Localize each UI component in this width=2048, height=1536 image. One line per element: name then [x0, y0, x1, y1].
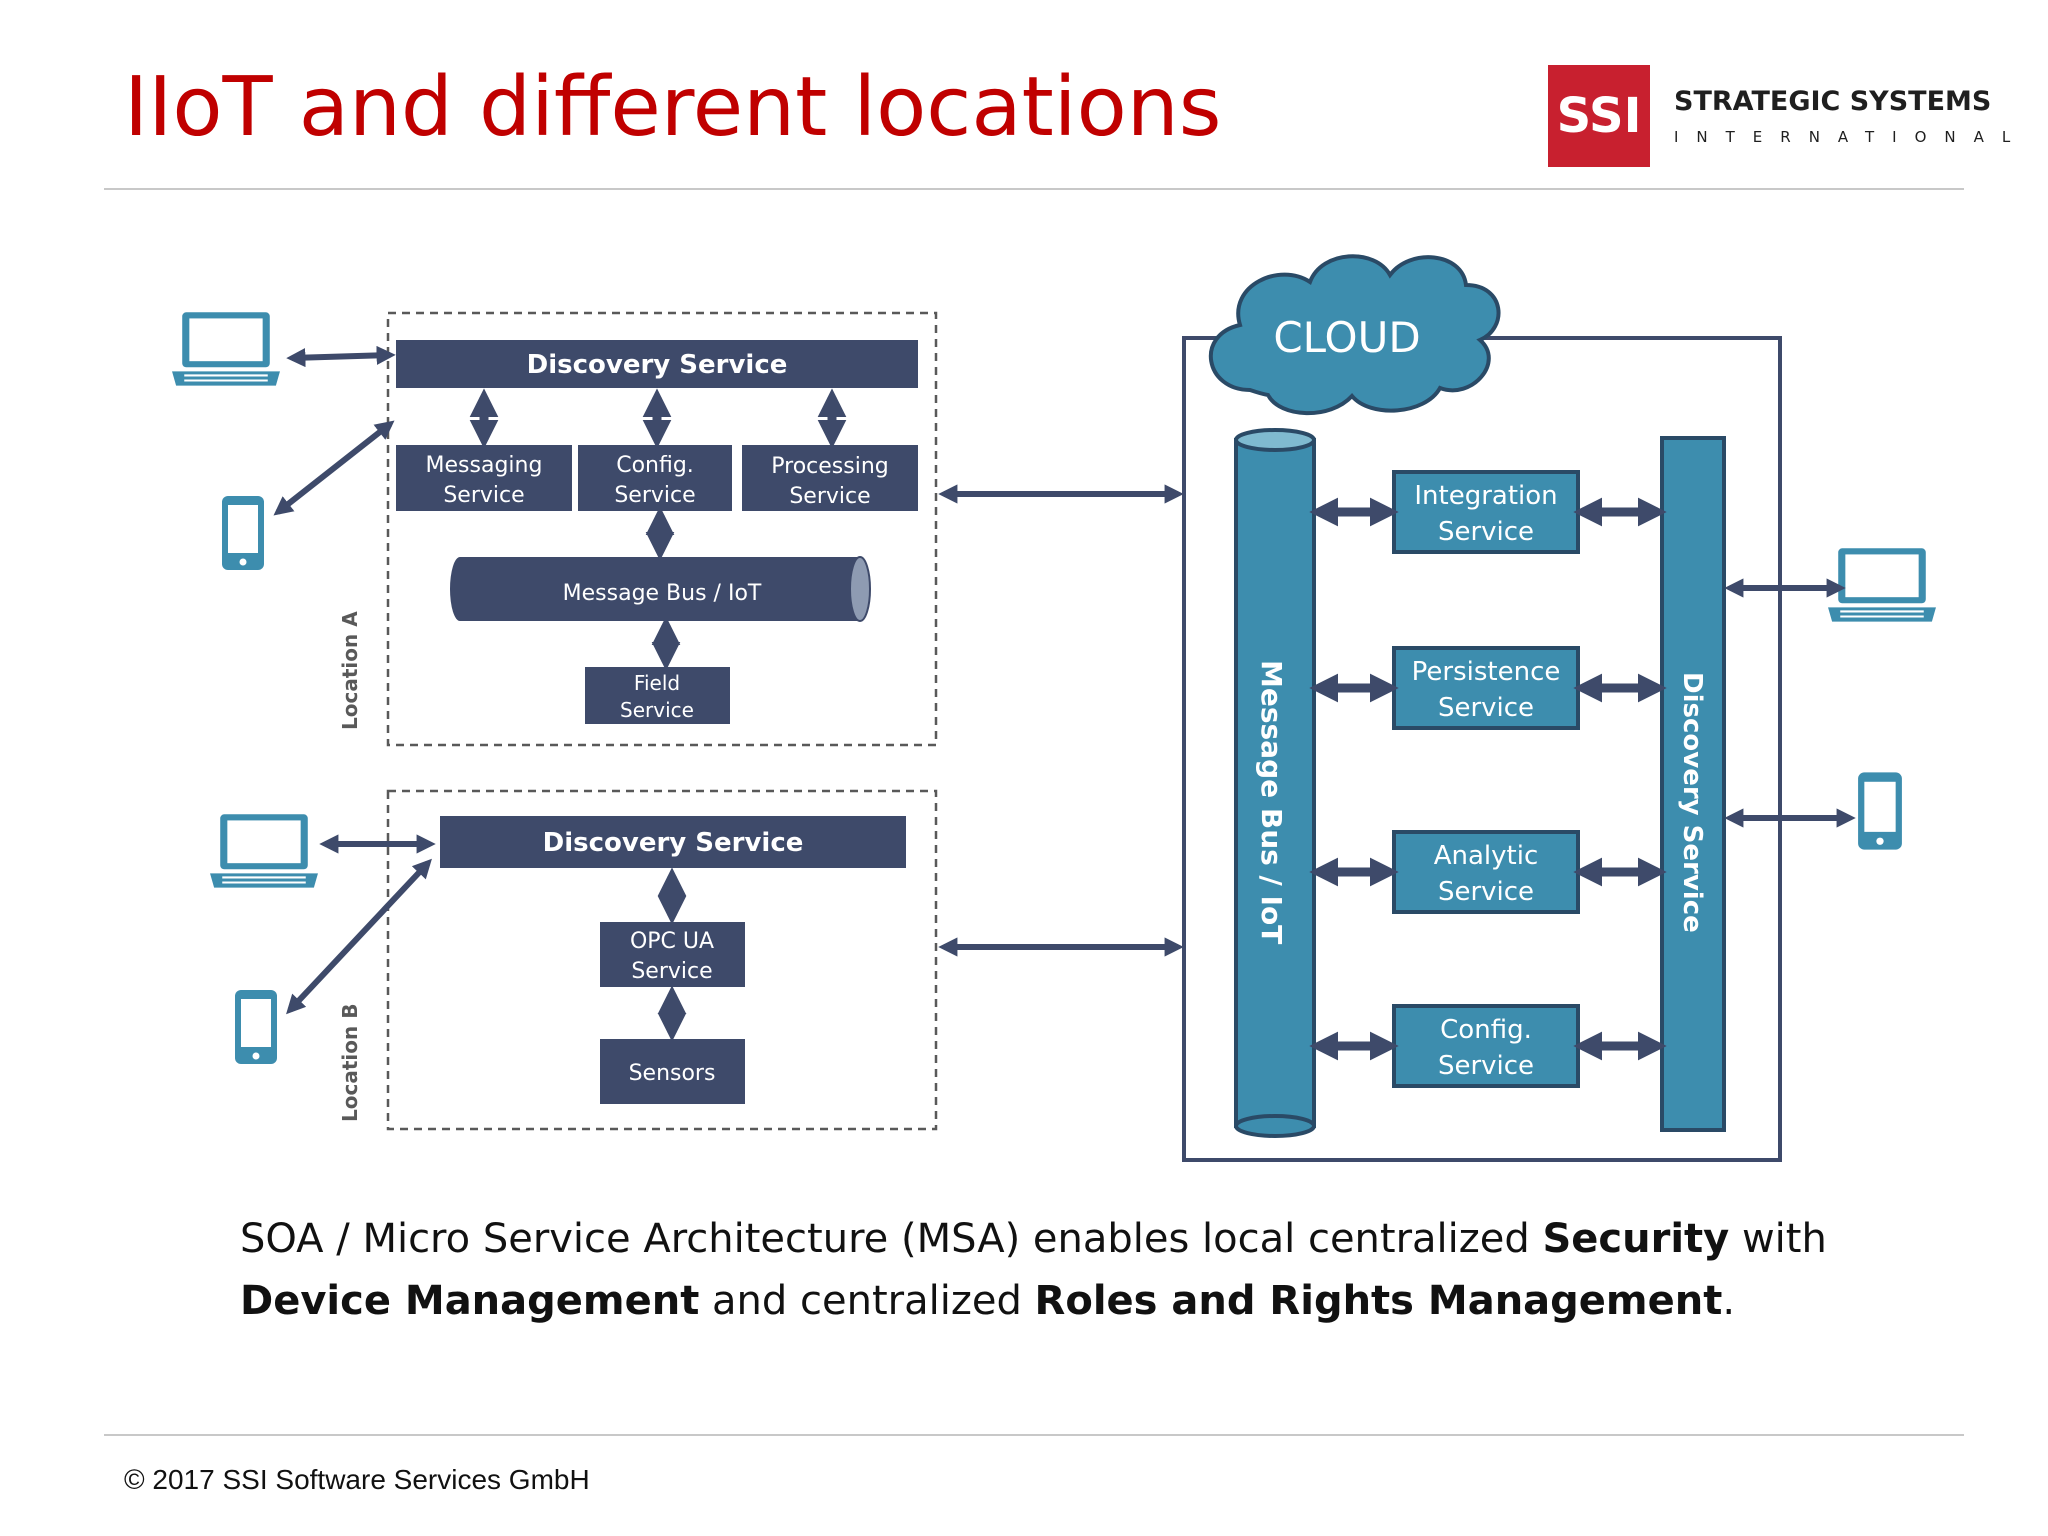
- field-service-label-1: Field: [634, 671, 680, 695]
- messaging-service-label-1: Messaging: [426, 453, 543, 478]
- location-a-config-label-1: Config.: [616, 453, 694, 478]
- opc-ua-service: [600, 922, 745, 987]
- messaging-service-label-2: Service: [443, 483, 524, 508]
- location-a-boundary: [386, 311, 938, 747]
- phone-icon-b: [235, 990, 277, 1064]
- svg-text:Config.Service: Config. Service: [614, 453, 695, 508]
- phone-icon-a: [222, 496, 264, 570]
- cloud-discovery-service: [1660, 436, 1726, 1132]
- svg-text:Config.Service: Config. Service: [1438, 1015, 1534, 1081]
- location-a-message-bus: [450, 556, 871, 622]
- caption-text-1: SOA / Micro Service Architecture (MSA) e…: [240, 1216, 1543, 1262]
- location-cloud-arrows: [938, 484, 1184, 957]
- caption-security: Security: [1542, 1216, 1730, 1262]
- caption: SOA / Micro Service Architecture (MSA) e…: [240, 1208, 1960, 1332]
- cloud-discovery-label: Discovery Service: [1677, 672, 1707, 933]
- cloud-config-label-1: Config.: [1440, 1015, 1532, 1045]
- cloud-internal-arrows: [1309, 497, 1667, 1061]
- cloud-icon: [1208, 254, 1501, 416]
- field-service-label-2: Service: [620, 698, 694, 722]
- cloud-config-label-2: Service: [1438, 1051, 1534, 1081]
- location-a-discovery-service: [396, 340, 918, 388]
- integration-label-2: Service: [1438, 517, 1534, 547]
- analytic-label-1: Analytic: [1434, 841, 1539, 871]
- laptop-icon-a: [171, 311, 281, 387]
- phone-icon-cloud: [1858, 772, 1902, 850]
- location-b-discovery-label: Discovery Service: [543, 828, 804, 858]
- cloud-label: CLOUD: [1273, 313, 1420, 362]
- caption-text-4: .: [1722, 1278, 1736, 1324]
- footer-copyright: © 2017 SSI Software Services GmbH: [124, 1464, 590, 1495]
- title-divider: [104, 188, 1964, 190]
- opc-ua-label-2: Service: [631, 959, 712, 984]
- sensors-label: Sensors: [629, 1061, 716, 1086]
- location-a-internal-arrows: [469, 388, 847, 671]
- processing-service-label-1: Processing: [771, 454, 888, 479]
- device-arrows-left: [273, 345, 436, 1015]
- location-b-discovery-service: [440, 816, 906, 868]
- logo-company-name: STRATEGIC SYSTEMS: [1674, 86, 1992, 117]
- footer-divider: [104, 1434, 1964, 1436]
- integration-service: [1392, 470, 1580, 554]
- processing-service: [742, 445, 918, 511]
- ssi-logo-mark: SSI: [1548, 65, 1650, 167]
- location-a-discovery-label: Discovery Service: [527, 350, 788, 380]
- persistence-label-2: Service: [1438, 693, 1534, 723]
- cloud-bus-label: Message Bus / IoT: [1255, 660, 1288, 944]
- device-arrows-right: [1724, 578, 1856, 828]
- analytic-label-2: Service: [1438, 877, 1534, 907]
- persistence-label-1: Persistence: [1412, 657, 1561, 687]
- processing-service-label-2: Service: [789, 484, 870, 509]
- sensors: [600, 1039, 745, 1104]
- location-b-label: Location B: [338, 1004, 362, 1122]
- slide-title: IIoT and different locations: [124, 60, 1222, 155]
- caption-roles-rights: Roles and Rights Management: [1034, 1278, 1723, 1324]
- messaging-service: [396, 445, 572, 511]
- location-a-bus-label: Message Bus / IoT: [563, 581, 762, 606]
- location-a-label: Location A: [338, 611, 362, 730]
- field-service: [585, 667, 730, 724]
- location-a-config-label-2: Service: [614, 483, 695, 508]
- laptop-icon-cloud: [1827, 547, 1937, 623]
- laptop-icon-b: [209, 813, 319, 889]
- caption-text-3: and centralized: [699, 1278, 1035, 1324]
- caption-text-2: with: [1729, 1216, 1827, 1262]
- opc-ua-label-1: OPC UA: [630, 929, 714, 954]
- cloud-message-bus: [1234, 428, 1316, 1138]
- caption-device-management: Device Management: [240, 1278, 700, 1324]
- logo-company-subtitle: INTERNATIONAL: [1674, 128, 2029, 146]
- integration-label-1: Integration: [1414, 481, 1557, 511]
- location-a-config-service: [578, 445, 732, 511]
